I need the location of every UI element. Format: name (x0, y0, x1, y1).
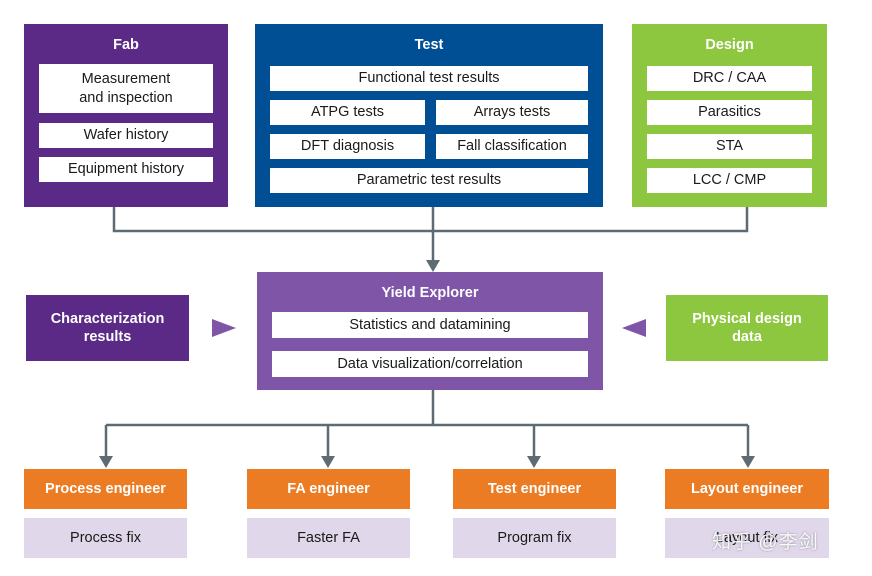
yield-item-visualization: Data visualization/correlation (272, 351, 588, 377)
test-title: Test (414, 37, 444, 53)
role-process-engineer: Process engineer (24, 469, 187, 509)
physical-design-box: Physical design data (666, 295, 828, 361)
arrow-left-icon (622, 319, 646, 337)
outcome-layout-fix: Layout fix (665, 518, 829, 558)
connector-design (433, 207, 749, 233)
role-test-engineer: Test engineer (453, 469, 616, 509)
test-item-fall-classification: Fall classification (436, 134, 588, 159)
test-item-parametric: Parametric test results (270, 168, 588, 193)
arrow-right-icon (212, 319, 236, 337)
fab-item-wafer-history: Wafer history (39, 123, 213, 148)
arrowhead-role-2 (321, 456, 335, 468)
yield-item-statistics: Statistics and datamining (272, 312, 588, 338)
test-box: Test Functional test results ATPG tests … (255, 24, 603, 207)
yield-explorer-title: Yield Explorer (381, 285, 479, 301)
yield-explorer-box: Yield Explorer Statistics and datamining… (257, 272, 603, 390)
outcome-program-fix: Program fix (453, 518, 616, 558)
design-item-drc-caa: DRC / CAA (647, 66, 812, 91)
design-title: Design (705, 37, 754, 53)
fab-title: Fab (113, 37, 139, 53)
watermark: 知乎 @李剑 (712, 532, 819, 553)
design-box: Design DRC / CAA Parasitics STA LCC / CM… (632, 24, 827, 207)
role-layout-engineer: Layout engineer (665, 469, 829, 509)
arrowhead-ye (426, 260, 440, 272)
test-item-arrays: Arrays tests (436, 100, 588, 125)
test-item-dft-diagnosis: DFT diagnosis (270, 134, 425, 159)
role-fa-engineer: FA engineer (247, 469, 410, 509)
design-item-parasitics: Parasitics (647, 100, 812, 125)
arrowhead-role-3 (527, 456, 541, 468)
fab-box: Fab Measurement and inspection Wafer his… (24, 24, 228, 207)
connector-fab (112, 207, 433, 233)
arrowhead-role-4 (741, 456, 755, 468)
design-item-lcc-cmp: LCC / CMP (647, 168, 812, 193)
arrowhead-role-1 (99, 456, 113, 468)
characterization-box: Characterization results (26, 295, 189, 361)
fab-item-measurement: Measurement and inspection (39, 64, 213, 113)
fab-item-equipment-history: Equipment history (39, 157, 213, 182)
outcome-process-fix: Process fix (24, 518, 187, 558)
test-item-atpg: ATPG tests (270, 100, 425, 125)
design-item-sta: STA (647, 134, 812, 159)
outcome-faster-fa: Faster FA (247, 518, 410, 558)
test-item-functional: Functional test results (270, 66, 588, 91)
